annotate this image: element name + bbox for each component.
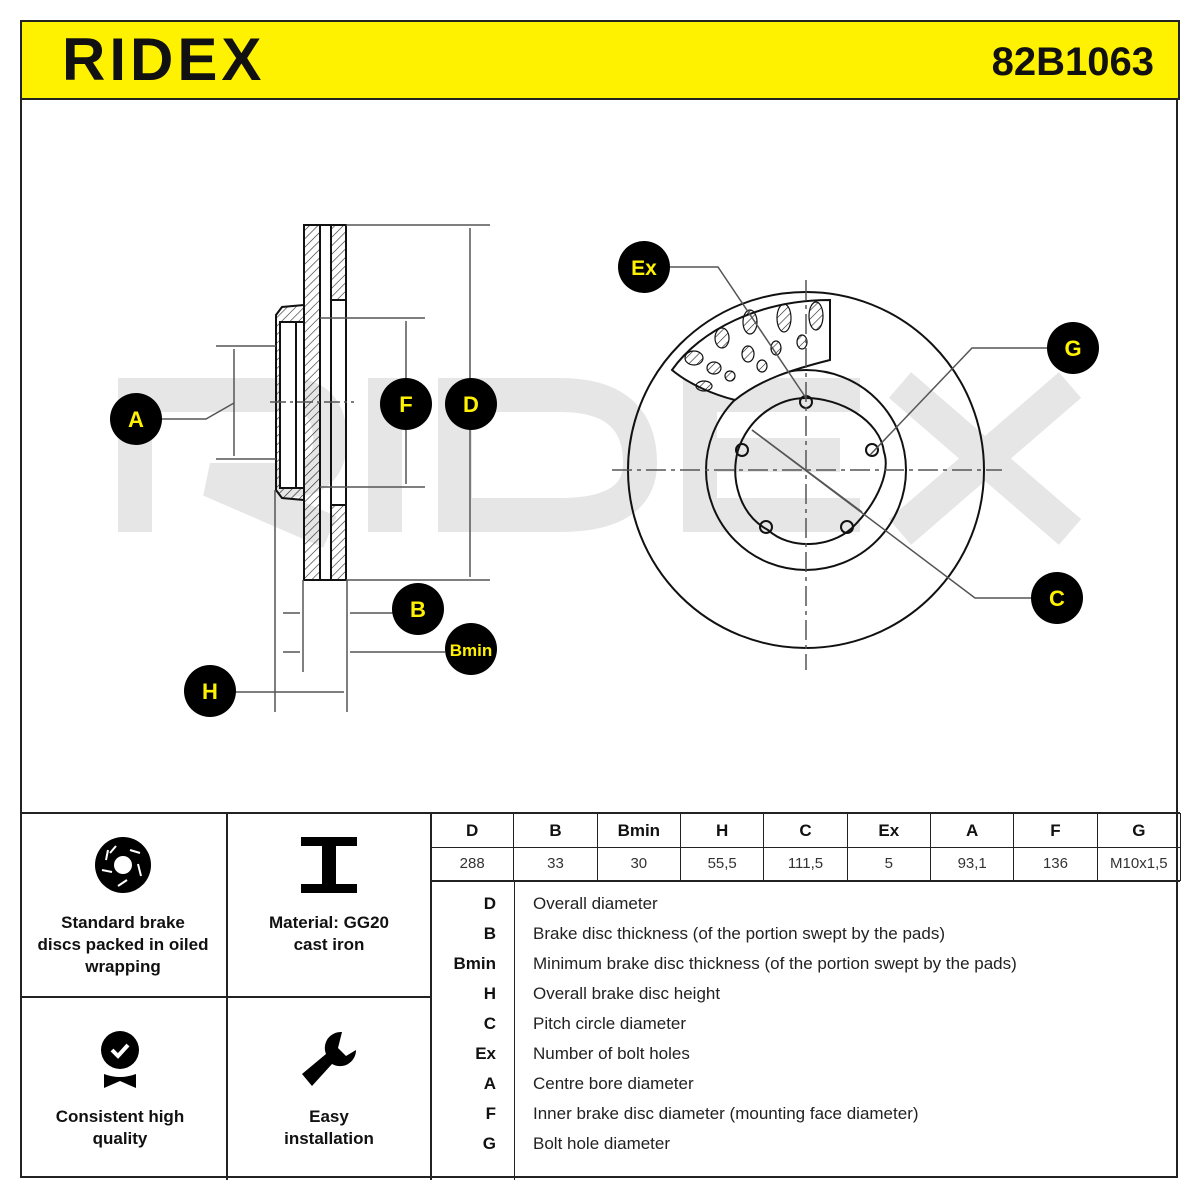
legend-key: Bmin <box>453 954 497 973</box>
svg-text:Bmin: Bmin <box>450 641 493 660</box>
callout-bmin: Bmin <box>445 623 497 675</box>
spec-value-cell: 93,1 <box>930 847 1015 881</box>
spec-value-cell: 5 <box>846 847 931 881</box>
spec-header-cell: Bmin <box>596 813 681 848</box>
svg-text:F: F <box>399 392 412 417</box>
brand-logo: RIDEX <box>62 26 266 93</box>
part-number: 82B1063 <box>991 40 1154 84</box>
legend-row: C Pitch circle diameter <box>0 1009 1180 1039</box>
divider <box>430 880 1180 882</box>
legend-key: A <box>483 1074 496 1093</box>
callout-ex: Ex <box>618 241 670 293</box>
legend-key: D <box>483 894 496 913</box>
svg-text:C: C <box>1049 586 1065 611</box>
front-dimension-lines <box>612 266 1047 670</box>
callout-f: F <box>380 378 432 430</box>
spec-header-cell: A <box>930 813 1015 848</box>
header-bar: RIDEX 82B1063 <box>20 20 1180 100</box>
spec-header-cell: D <box>430 813 515 848</box>
spec-header-cell: C <box>763 813 848 848</box>
wrench-icon <box>302 1031 357 1086</box>
legend-key: Ex <box>475 1044 496 1063</box>
legend-key: F <box>485 1104 496 1123</box>
legend-row: D Overall diameter <box>0 889 1180 919</box>
spec-header-cell: Ex <box>846 813 931 848</box>
legend-row: Ex Number of bolt holes <box>0 1039 1180 1069</box>
legend-row: B Brake disc thickness (of the portion sw… <box>0 919 1180 949</box>
spec-header-cell: B <box>513 813 598 848</box>
divider <box>20 996 430 998</box>
spec-header-cell: H <box>680 813 765 848</box>
technical-drawing: A F D B Bmin H Ex G C <box>110 224 1099 717</box>
svg-text:G: G <box>1064 336 1081 361</box>
legend-text: Overall diameter <box>533 894 658 913</box>
svg-text:Ex: Ex <box>631 257 657 280</box>
callout-a: A <box>110 393 162 445</box>
legend-row: G Bolt hole diameter <box>0 1129 1180 1159</box>
legend-row: A Centre bore diameter <box>0 1069 1180 1099</box>
legend-text: Pitch circle diameter <box>533 1014 687 1033</box>
legend-text: Number of bolt holes <box>533 1044 690 1063</box>
svg-text:A: A <box>128 407 144 432</box>
disc-side-view <box>275 224 347 581</box>
svg-text:H: H <box>202 679 218 704</box>
legend-key: G <box>482 1134 496 1153</box>
legend-text: Minimum brake disc thickness (of the por… <box>533 954 1017 973</box>
legend-text: Bolt hole diameter <box>533 1134 671 1153</box>
divider <box>430 812 432 1180</box>
callout-c: C <box>1031 572 1083 624</box>
spec-header-cell: G <box>1096 813 1181 848</box>
spec-value-cell: 288 <box>430 847 515 881</box>
spec-value-cell: 33 <box>513 847 598 881</box>
legend-text: Brake disc thickness (of the portion swe… <box>533 924 945 943</box>
spec-value-cell: M10x1,5 <box>1096 847 1181 881</box>
callout-g: G <box>1047 322 1099 374</box>
callout-d: D <box>445 378 497 430</box>
brake-disc-icon <box>95 837 151 893</box>
spec-value-cell: 136 <box>1013 847 1098 881</box>
svg-text:D: D <box>463 392 479 417</box>
spec-value-cell: 111,5 <box>763 847 848 881</box>
divider <box>514 880 515 1180</box>
legend-key: H <box>483 984 496 1003</box>
legend-text: Inner brake disc diameter (mounting face… <box>533 1104 919 1123</box>
callout-b: B <box>392 583 444 635</box>
spec-header-cell: F <box>1013 813 1098 848</box>
legend-row: F Inner brake disc diameter (mounting fac… <box>0 1099 1180 1129</box>
svg-text:B: B <box>410 597 426 622</box>
i-beam-icon <box>301 837 357 893</box>
quality-badge-icon <box>101 1031 139 1088</box>
spec-value-cell: 30 <box>596 847 681 881</box>
spec-value-cell: 55,5 <box>680 847 765 881</box>
callout-h: H <box>184 665 236 717</box>
legend-text: Overall brake disc height <box>533 984 721 1003</box>
legend-key: C <box>483 1014 496 1033</box>
legend-text: Centre bore diameter <box>533 1074 694 1093</box>
legend-row: Bmin Minimum brake disc thickness (of the… <box>0 949 1180 979</box>
legend-row: H Overall brake disc height <box>0 979 1180 1009</box>
legend-key: B <box>483 924 496 943</box>
